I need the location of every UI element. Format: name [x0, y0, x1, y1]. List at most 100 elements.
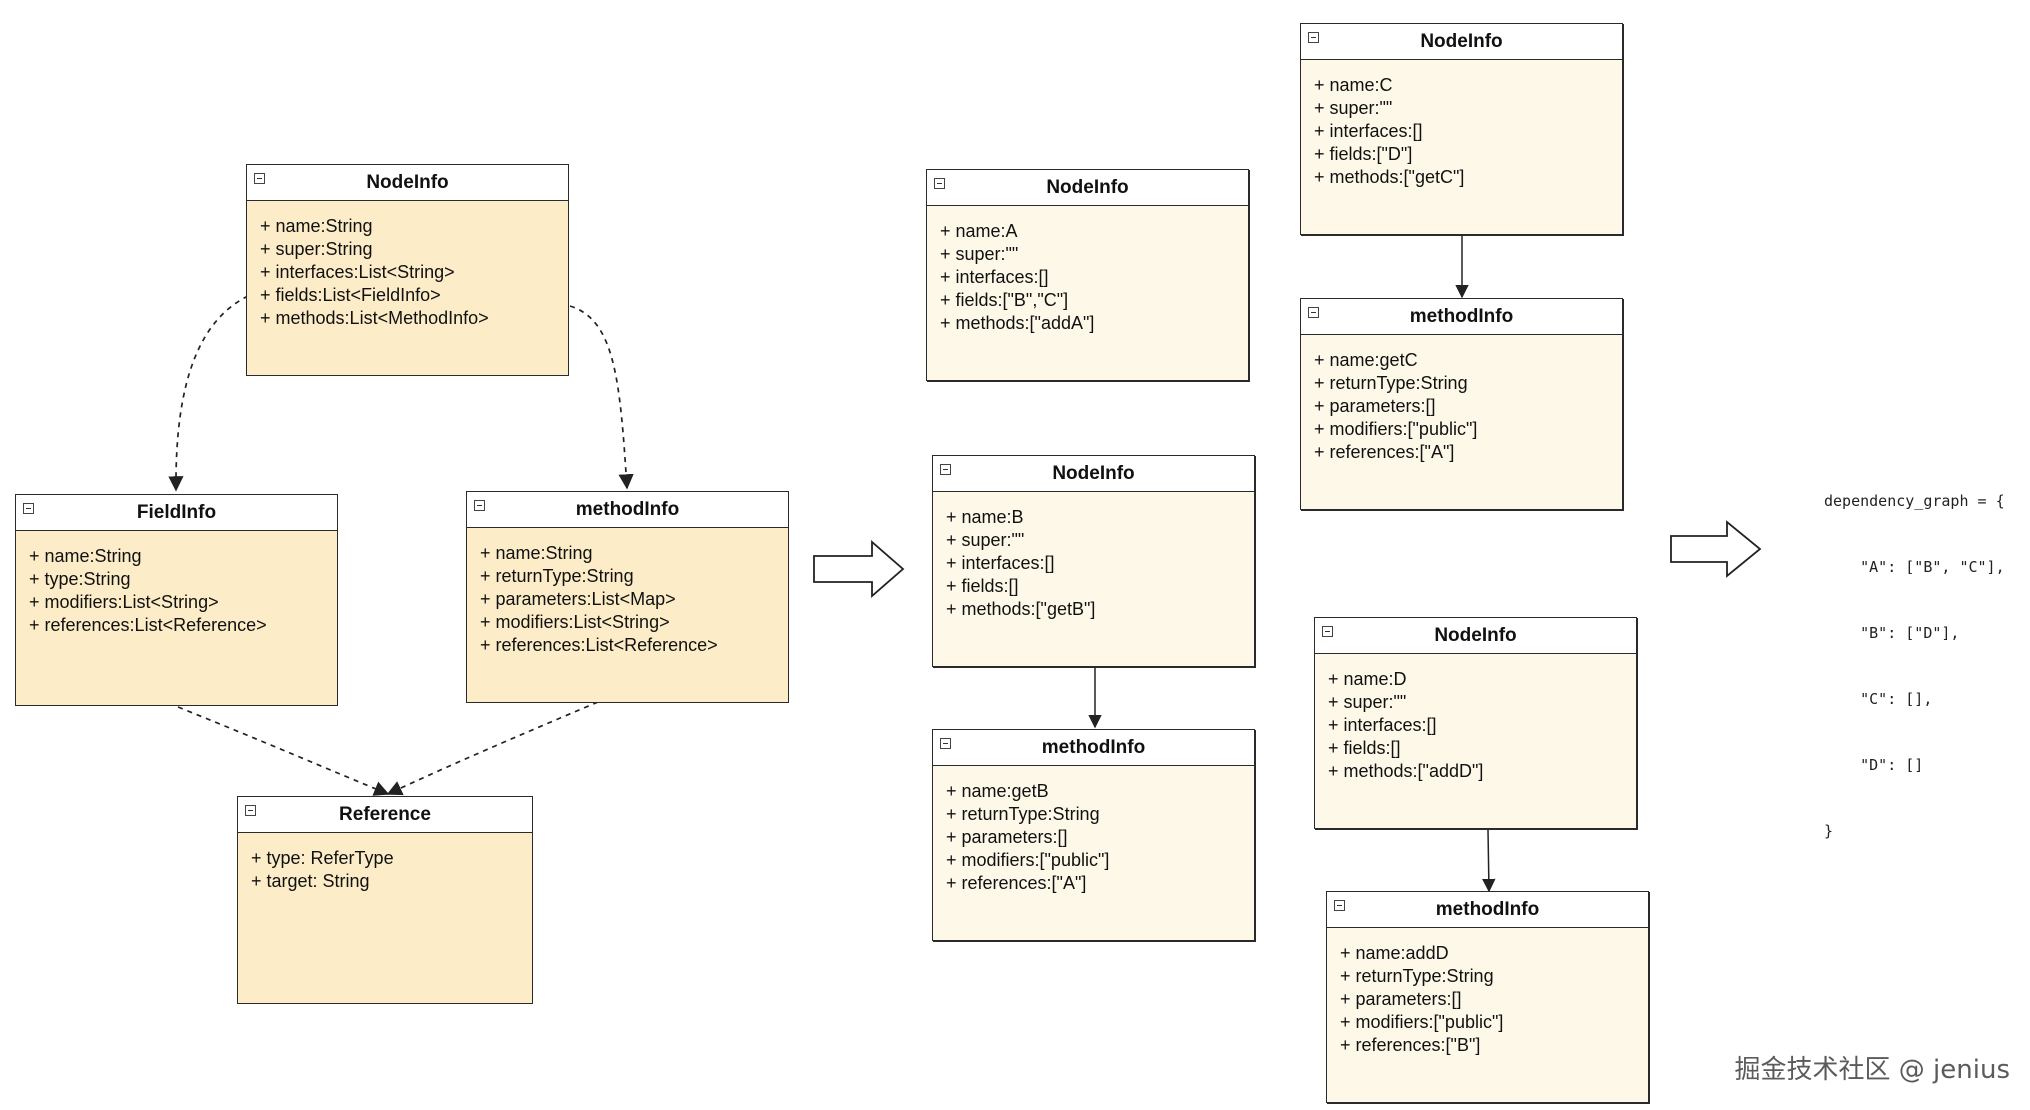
field-item: name:addD [1340, 942, 1648, 965]
field-item: super:"" [1314, 97, 1622, 120]
field-item: modifiers:["public"] [1314, 418, 1622, 441]
watermark: 掘金技术社区 @ jenius [1734, 1055, 2010, 1085]
field-item: returnType:String [1340, 965, 1648, 988]
instance-box-method-c: methodInfo name:getC returnType:String p… [1300, 298, 1623, 510]
class-header: FieldInfo [16, 495, 337, 531]
class-header: NodeInfo [247, 165, 568, 201]
field-item: modifiers:["public"] [946, 849, 1254, 872]
class-header: NodeInfo [933, 456, 1254, 492]
field-item: parameters:List<Map> [480, 588, 788, 611]
collapse-icon[interactable] [934, 178, 945, 189]
class-header: NodeInfo [927, 170, 1248, 206]
field-item: type:String [29, 568, 337, 591]
collapse-icon[interactable] [474, 500, 485, 511]
collapse-icon[interactable] [1322, 626, 1333, 637]
field-item: fields:[] [1328, 737, 1636, 760]
class-title: methodInfo [575, 499, 680, 520]
field-item: interfaces:[] [1314, 120, 1622, 143]
field-item: name:getB [946, 780, 1254, 803]
field-item: interfaces:[] [946, 552, 1254, 575]
code-line: "D": [] [1824, 756, 1924, 774]
class-title: methodInfo [1435, 899, 1540, 920]
field-list: name:D super:"" interfaces:[] fields:[] … [1315, 654, 1636, 783]
field-item: fields:[] [946, 575, 1254, 598]
field-list: name:String returnType:String parameters… [467, 528, 788, 657]
instance-box-method-b: methodInfo name:getB returnType:String p… [932, 729, 1255, 941]
edge-methodinfo-to-reference [386, 701, 599, 796]
class-title: FieldInfo [136, 502, 217, 523]
collapse-icon[interactable] [1308, 32, 1319, 43]
field-item: name:String [29, 545, 337, 568]
class-title: methodInfo [1409, 306, 1514, 327]
field-item: references:List<Reference> [29, 614, 337, 637]
class-title: NodeInfo [1046, 177, 1129, 198]
field-item: modifiers:List<String> [29, 591, 337, 614]
field-item: name:String [260, 215, 568, 238]
class-box-fieldinfo: FieldInfo name:String type:String modifi… [15, 494, 338, 706]
field-list: name:String super:String interfaces:List… [247, 201, 568, 330]
class-title: Reference [339, 804, 431, 825]
field-list: name:getC returnType:String parameters:[… [1301, 335, 1622, 464]
edge-node-to-fieldinfo [168, 295, 249, 492]
class-header: methodInfo [933, 730, 1254, 766]
collapse-icon[interactable] [1308, 307, 1319, 318]
field-list: name:getB returnType:String parameters:[… [933, 766, 1254, 895]
collapse-icon[interactable] [23, 503, 34, 514]
field-item: name:getC [1314, 349, 1622, 372]
collapse-icon[interactable] [254, 173, 265, 184]
field-item: interfaces:List<String> [260, 261, 568, 284]
collapse-icon[interactable] [245, 805, 256, 816]
instance-box-method-d: methodInfo name:addD returnType:String p… [1326, 891, 1649, 1103]
class-header: NodeInfo [1315, 618, 1636, 654]
field-item: fields:["D"] [1314, 143, 1622, 166]
field-item: methods:["getC"] [1314, 166, 1622, 189]
field-item: name:D [1328, 668, 1636, 691]
field-item: modifiers:["public"] [1340, 1011, 1648, 1034]
code-line: "A": ["B", "C"], [1824, 558, 2005, 576]
field-item: name:String [480, 542, 788, 565]
collapse-icon[interactable] [940, 738, 951, 749]
instance-box-node-c: NodeInfo name:C super:"" interfaces:[] f… [1300, 23, 1623, 235]
collapse-icon[interactable] [1334, 900, 1345, 911]
transition-arrow-1 [813, 540, 905, 598]
class-box-methodinfo: methodInfo name:String returnType:String… [466, 491, 789, 703]
field-item: references:["A"] [946, 872, 1254, 895]
class-header: methodInfo [467, 492, 788, 528]
field-item: name:A [940, 220, 1248, 243]
class-title: NodeInfo [1420, 31, 1503, 52]
field-item: super:String [260, 238, 568, 261]
field-item: super:"" [940, 243, 1248, 266]
field-item: name:B [946, 506, 1254, 529]
field-item: fields:List<FieldInfo> [260, 284, 568, 307]
code-line: dependency_graph = { [1824, 492, 2005, 510]
class-box-reference: Reference type: ReferType target: String [237, 796, 533, 1004]
field-item: type: ReferType [251, 847, 532, 870]
field-item: target: String [251, 870, 532, 893]
field-item: references:List<Reference> [480, 634, 788, 657]
field-list: type: ReferType target: String [238, 833, 532, 893]
field-item: returnType:String [480, 565, 788, 588]
class-title: NodeInfo [1052, 463, 1135, 484]
collapse-icon[interactable] [940, 464, 951, 475]
field-item: modifiers:List<String> [480, 611, 788, 634]
transition-arrow-2 [1670, 520, 1762, 578]
code-line: "C": [], [1824, 690, 1933, 708]
field-list: name:B super:"" interfaces:[] fields:[] … [933, 492, 1254, 621]
field-item: interfaces:[] [1328, 714, 1636, 737]
edge-noded-to-methodd [1482, 829, 1496, 893]
class-box-nodeinfo: NodeInfo name:String super:String interf… [246, 164, 569, 376]
instance-box-node-d: NodeInfo name:D super:"" interfaces:[] f… [1314, 617, 1637, 829]
field-item: parameters:[] [946, 826, 1254, 849]
field-item: returnType:String [946, 803, 1254, 826]
field-item: interfaces:[] [940, 266, 1248, 289]
field-item: references:["B"] [1340, 1034, 1648, 1057]
instance-box-node-a: NodeInfo name:A super:"" interfaces:[] f… [926, 169, 1249, 381]
field-item: fields:["B","C"] [940, 289, 1248, 312]
edge-node-to-methodinfo [569, 305, 634, 490]
dependency-graph-code: dependency_graph = { "A": ["B", "C"], "B… [1824, 446, 2005, 886]
class-header: Reference [238, 797, 532, 833]
field-item: name:C [1314, 74, 1622, 97]
field-item: parameters:[] [1340, 988, 1648, 1011]
